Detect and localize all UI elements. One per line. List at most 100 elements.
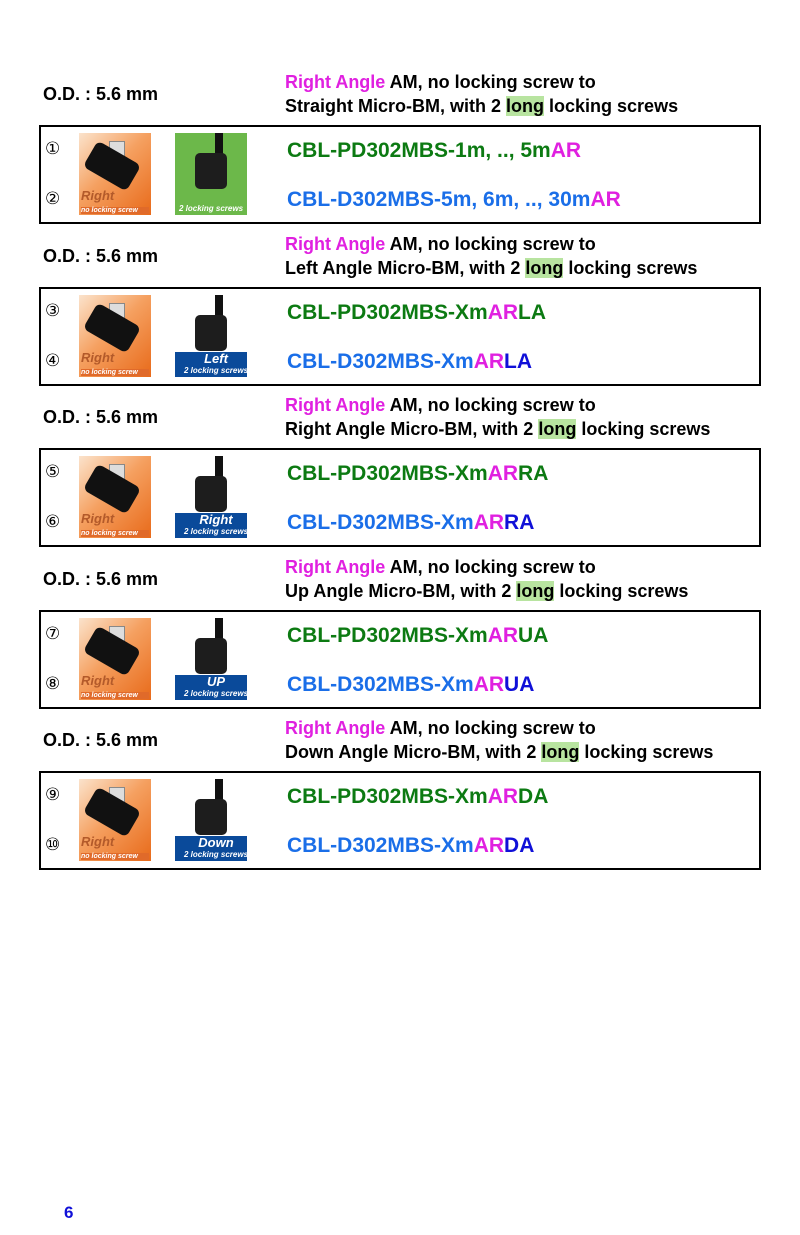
pn-ar: AR (487, 623, 519, 647)
image-sublabel: no locking screw (81, 207, 149, 214)
image-sublabel: no locking screw (81, 530, 149, 537)
desc-long-highlight: long (516, 580, 555, 601)
desc-line2: Straight Micro-BM, with 2 (285, 96, 507, 116)
pn-suffix: LA (504, 349, 533, 373)
pn-base: CBL-PD302MBS-Xm (287, 785, 488, 808)
desc-line1: AM, no locking screw to (385, 718, 596, 738)
image-label: Right (81, 188, 115, 203)
cable-description: Right Angle AM, no locking screw to Left… (285, 232, 697, 280)
pn-ar: AR (487, 300, 519, 324)
outer-diameter: O.D. : 5.6 mm (43, 245, 159, 266)
right-angle-am-connector-image: Right no locking screw (79, 294, 151, 377)
image-sublabel: 2 locking screws (183, 850, 247, 859)
pn-base: CBL-PD302MBS-Xm (287, 623, 488, 647)
image-sublabel: 2 locking screws (183, 527, 247, 536)
part-number-pd: CBL-PD302MBS-1m, .., 5mAR (287, 139, 581, 163)
pn-suffix: UA (504, 672, 535, 696)
item-number: ① (45, 139, 61, 158)
part-number-pd: CBL-PD302MBS-XmARUA (287, 624, 548, 648)
part-number-pd: CBL-PD302MBS-XmARDA (287, 785, 548, 809)
part-number-d: CBL-D302MBS-XmARUA (287, 673, 534, 697)
image-label: Right (81, 672, 115, 688)
desc-line2-end: locking screws (563, 257, 698, 278)
micro-bm-connector-image: 2 locking screws (175, 133, 247, 215)
outer-diameter: O.D. : 5.6 mm (43, 84, 159, 104)
pn-base: CBL-D302MBS-Xm (287, 511, 474, 534)
desc-long-highlight: long (541, 742, 580, 762)
pn-ar: AR (473, 672, 505, 696)
desc-right-angle: Right Angle (285, 395, 386, 415)
image-label: Right (81, 834, 115, 849)
pn-ar: AR (590, 188, 621, 211)
desc-right-angle: Right Angle (285, 556, 386, 577)
pn-base: CBL-D302MBS-Xm (287, 834, 474, 857)
item-number: ⑤ (45, 462, 61, 481)
wire-shape (215, 294, 223, 323)
desc-line1: AM, no locking screw to (385, 72, 596, 92)
item-number: ⑧ (45, 673, 61, 693)
cable-description: Right Angle AM, no locking screw to Up A… (285, 555, 688, 603)
wire-shape (215, 617, 223, 646)
wire-shape (215, 133, 223, 161)
cable-shape (82, 786, 142, 838)
cable-description: Right Angle AM, no locking screw to Down… (285, 716, 713, 764)
wire-shape (215, 456, 223, 484)
pn-base: CBL-PD302MBS-Xm (287, 462, 488, 485)
direction-label: Down (198, 835, 234, 850)
image-sublabel: 2 locking screws (183, 688, 247, 698)
desc-right-angle: Right Angle (285, 718, 386, 738)
image-label: Right (81, 349, 115, 365)
pn-base: CBL-PD302MBS-1m, .., 5m (287, 139, 551, 162)
cable-shape (82, 463, 142, 515)
wire-shape (215, 779, 223, 807)
pn-base: CBL-D302MBS-5m, 6m, .., 30m (287, 188, 591, 211)
right-angle-am-connector-image: Right no locking screw (79, 456, 151, 538)
pn-suffix: RA (504, 511, 535, 534)
desc-long-highlight: long (506, 96, 545, 116)
pn-base: CBL-PD302MBS-Xm (287, 300, 488, 324)
desc-right-angle: Right Angle (285, 72, 386, 92)
pn-ar: AR (473, 834, 505, 857)
connector-shape (195, 637, 227, 674)
item-number: ⑩ (45, 835, 61, 854)
image-label: Right (81, 511, 115, 526)
pn-suffix: RA (518, 462, 549, 485)
outer-diameter: O.D. : 5.6 mm (43, 407, 159, 427)
desc-line1: AM, no locking screw to (385, 556, 596, 577)
desc-right-angle: Right Angle (285, 233, 386, 254)
cable-shape (82, 140, 142, 192)
item-number: ② (45, 189, 61, 208)
cable-description: Right Angle AM, no locking screw to Righ… (285, 393, 710, 441)
direction-label: Right (199, 512, 233, 527)
desc-line1: AM, no locking screw to (385, 395, 596, 415)
desc-line2: Down Angle Micro-BM, with 2 (285, 742, 542, 762)
pn-base: CBL-D302MBS-Xm (287, 672, 474, 696)
connector-shape (195, 314, 227, 351)
image-sublabel: 2 locking screws (183, 365, 247, 375)
outer-diameter: O.D. : 5.6 mm (43, 568, 159, 589)
pn-ar: AR (473, 511, 505, 534)
right-angle-am-connector-image: Right no locking screw (79, 133, 151, 215)
direction-label: Left (204, 350, 228, 366)
pn-ar: AR (487, 462, 519, 485)
direction-label: UP (206, 673, 226, 689)
item-number: ③ (45, 300, 61, 320)
desc-line2-end: locking screws (554, 580, 689, 601)
pn-ar: AR (473, 349, 505, 373)
pn-suffix: DA (518, 785, 549, 808)
desc-line1: AM, no locking screw to (385, 233, 596, 254)
part-number-d: CBL-D302MBS-XmARLA (287, 350, 532, 374)
page-number: 6 (64, 1203, 74, 1222)
desc-long-highlight: long (525, 257, 564, 278)
cable-description: Right Angle AM, no locking screw to Stra… (285, 70, 678, 118)
image-sublabel: no locking screw (81, 368, 149, 376)
part-number-d: CBL-D302MBS-XmARRA (287, 511, 534, 535)
desc-line2: Right Angle Micro-BM, with 2 (285, 419, 539, 439)
